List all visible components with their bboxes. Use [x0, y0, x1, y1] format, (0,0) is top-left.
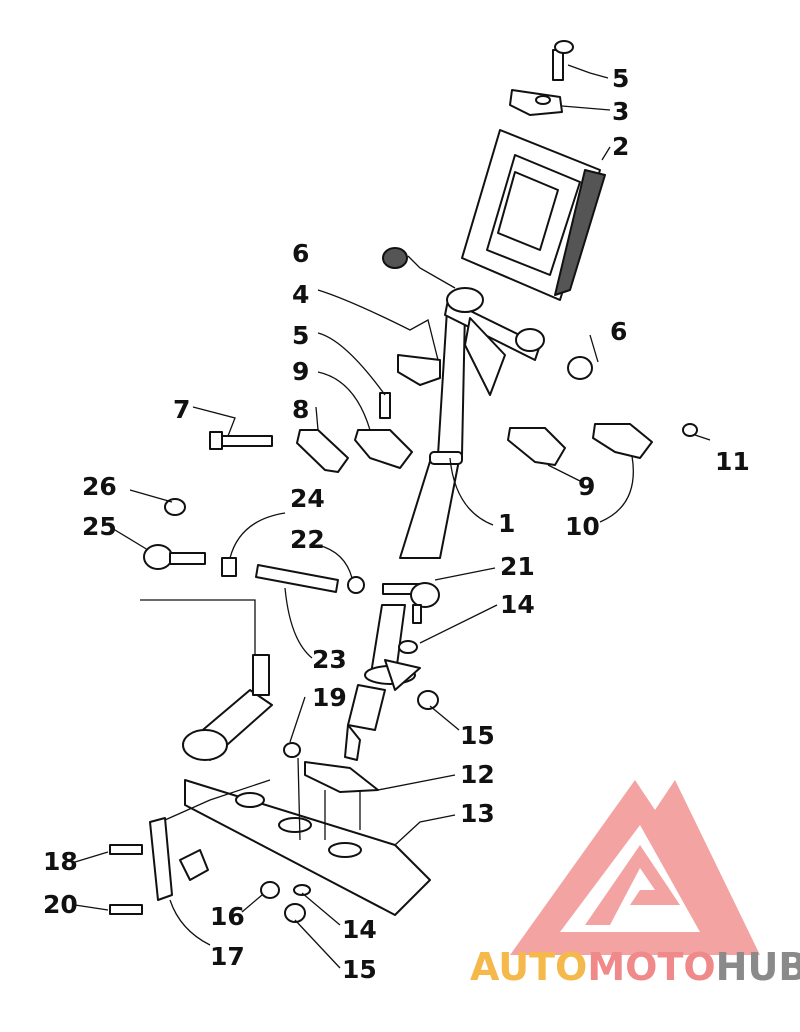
- steering-arm: [182, 654, 431, 923]
- callout-9-right: 9: [578, 472, 595, 501]
- callout-18: 18: [43, 847, 78, 876]
- callout-3: 3: [612, 97, 629, 126]
- clamp-lower: [379, 354, 441, 419]
- watermark-hub: HUB: [716, 945, 800, 989]
- callout-6-left: 6: [292, 239, 309, 268]
- callout-7: 7: [173, 395, 190, 424]
- callout-24: 24: [290, 484, 325, 513]
- watermark-text: AUTOMOTOHUB: [470, 945, 800, 989]
- callout-22: 22: [290, 525, 325, 554]
- callout-20: 20: [43, 890, 78, 919]
- watermark-logo: [510, 780, 760, 955]
- callout-15-lower: 15: [342, 955, 377, 984]
- steering-post: [344, 287, 545, 761]
- callout-8: 8: [292, 395, 309, 424]
- tie-rod-assembly: [143, 498, 440, 710]
- callout-14-lower: 14: [342, 915, 377, 944]
- callout-21: 21: [500, 552, 535, 581]
- callout-13: 13: [460, 799, 495, 828]
- callout-26: 26: [82, 472, 117, 501]
- handlebar-pad: [461, 129, 606, 301]
- watermark-auto: AUTO: [470, 945, 587, 989]
- callout-12: 12: [460, 760, 495, 789]
- callout-15-upper: 15: [460, 721, 495, 750]
- callout-11: 11: [715, 447, 750, 476]
- callout-5-top: 5: [612, 64, 629, 93]
- callout-23: 23: [312, 645, 347, 674]
- callout-9-left: 9: [292, 357, 309, 386]
- bracket-and-bolts: [109, 817, 209, 915]
- watermark-moto: MOTO: [587, 945, 715, 989]
- callout-10: 10: [565, 512, 600, 541]
- callout-1: 1: [498, 509, 515, 538]
- callout-17: 17: [210, 942, 245, 971]
- callout-14-upper: 14: [500, 590, 535, 619]
- callout-5-mid: 5: [292, 321, 309, 350]
- end-caps: [382, 247, 593, 380]
- callout-labels: 5 3 2 6 4 5 6 9 7 8 11 9 26 24 1 25 22 1…: [43, 64, 750, 984]
- callout-16: 16: [210, 902, 245, 931]
- callout-2: 2: [612, 132, 629, 161]
- clamp-top: [509, 40, 574, 116]
- callout-6-right: 6: [610, 317, 627, 346]
- leader-lines: [74, 64, 711, 969]
- callout-19: 19: [312, 683, 347, 712]
- callout-4: 4: [292, 280, 309, 309]
- link-hardware: [209, 423, 698, 473]
- callout-25: 25: [82, 512, 117, 541]
